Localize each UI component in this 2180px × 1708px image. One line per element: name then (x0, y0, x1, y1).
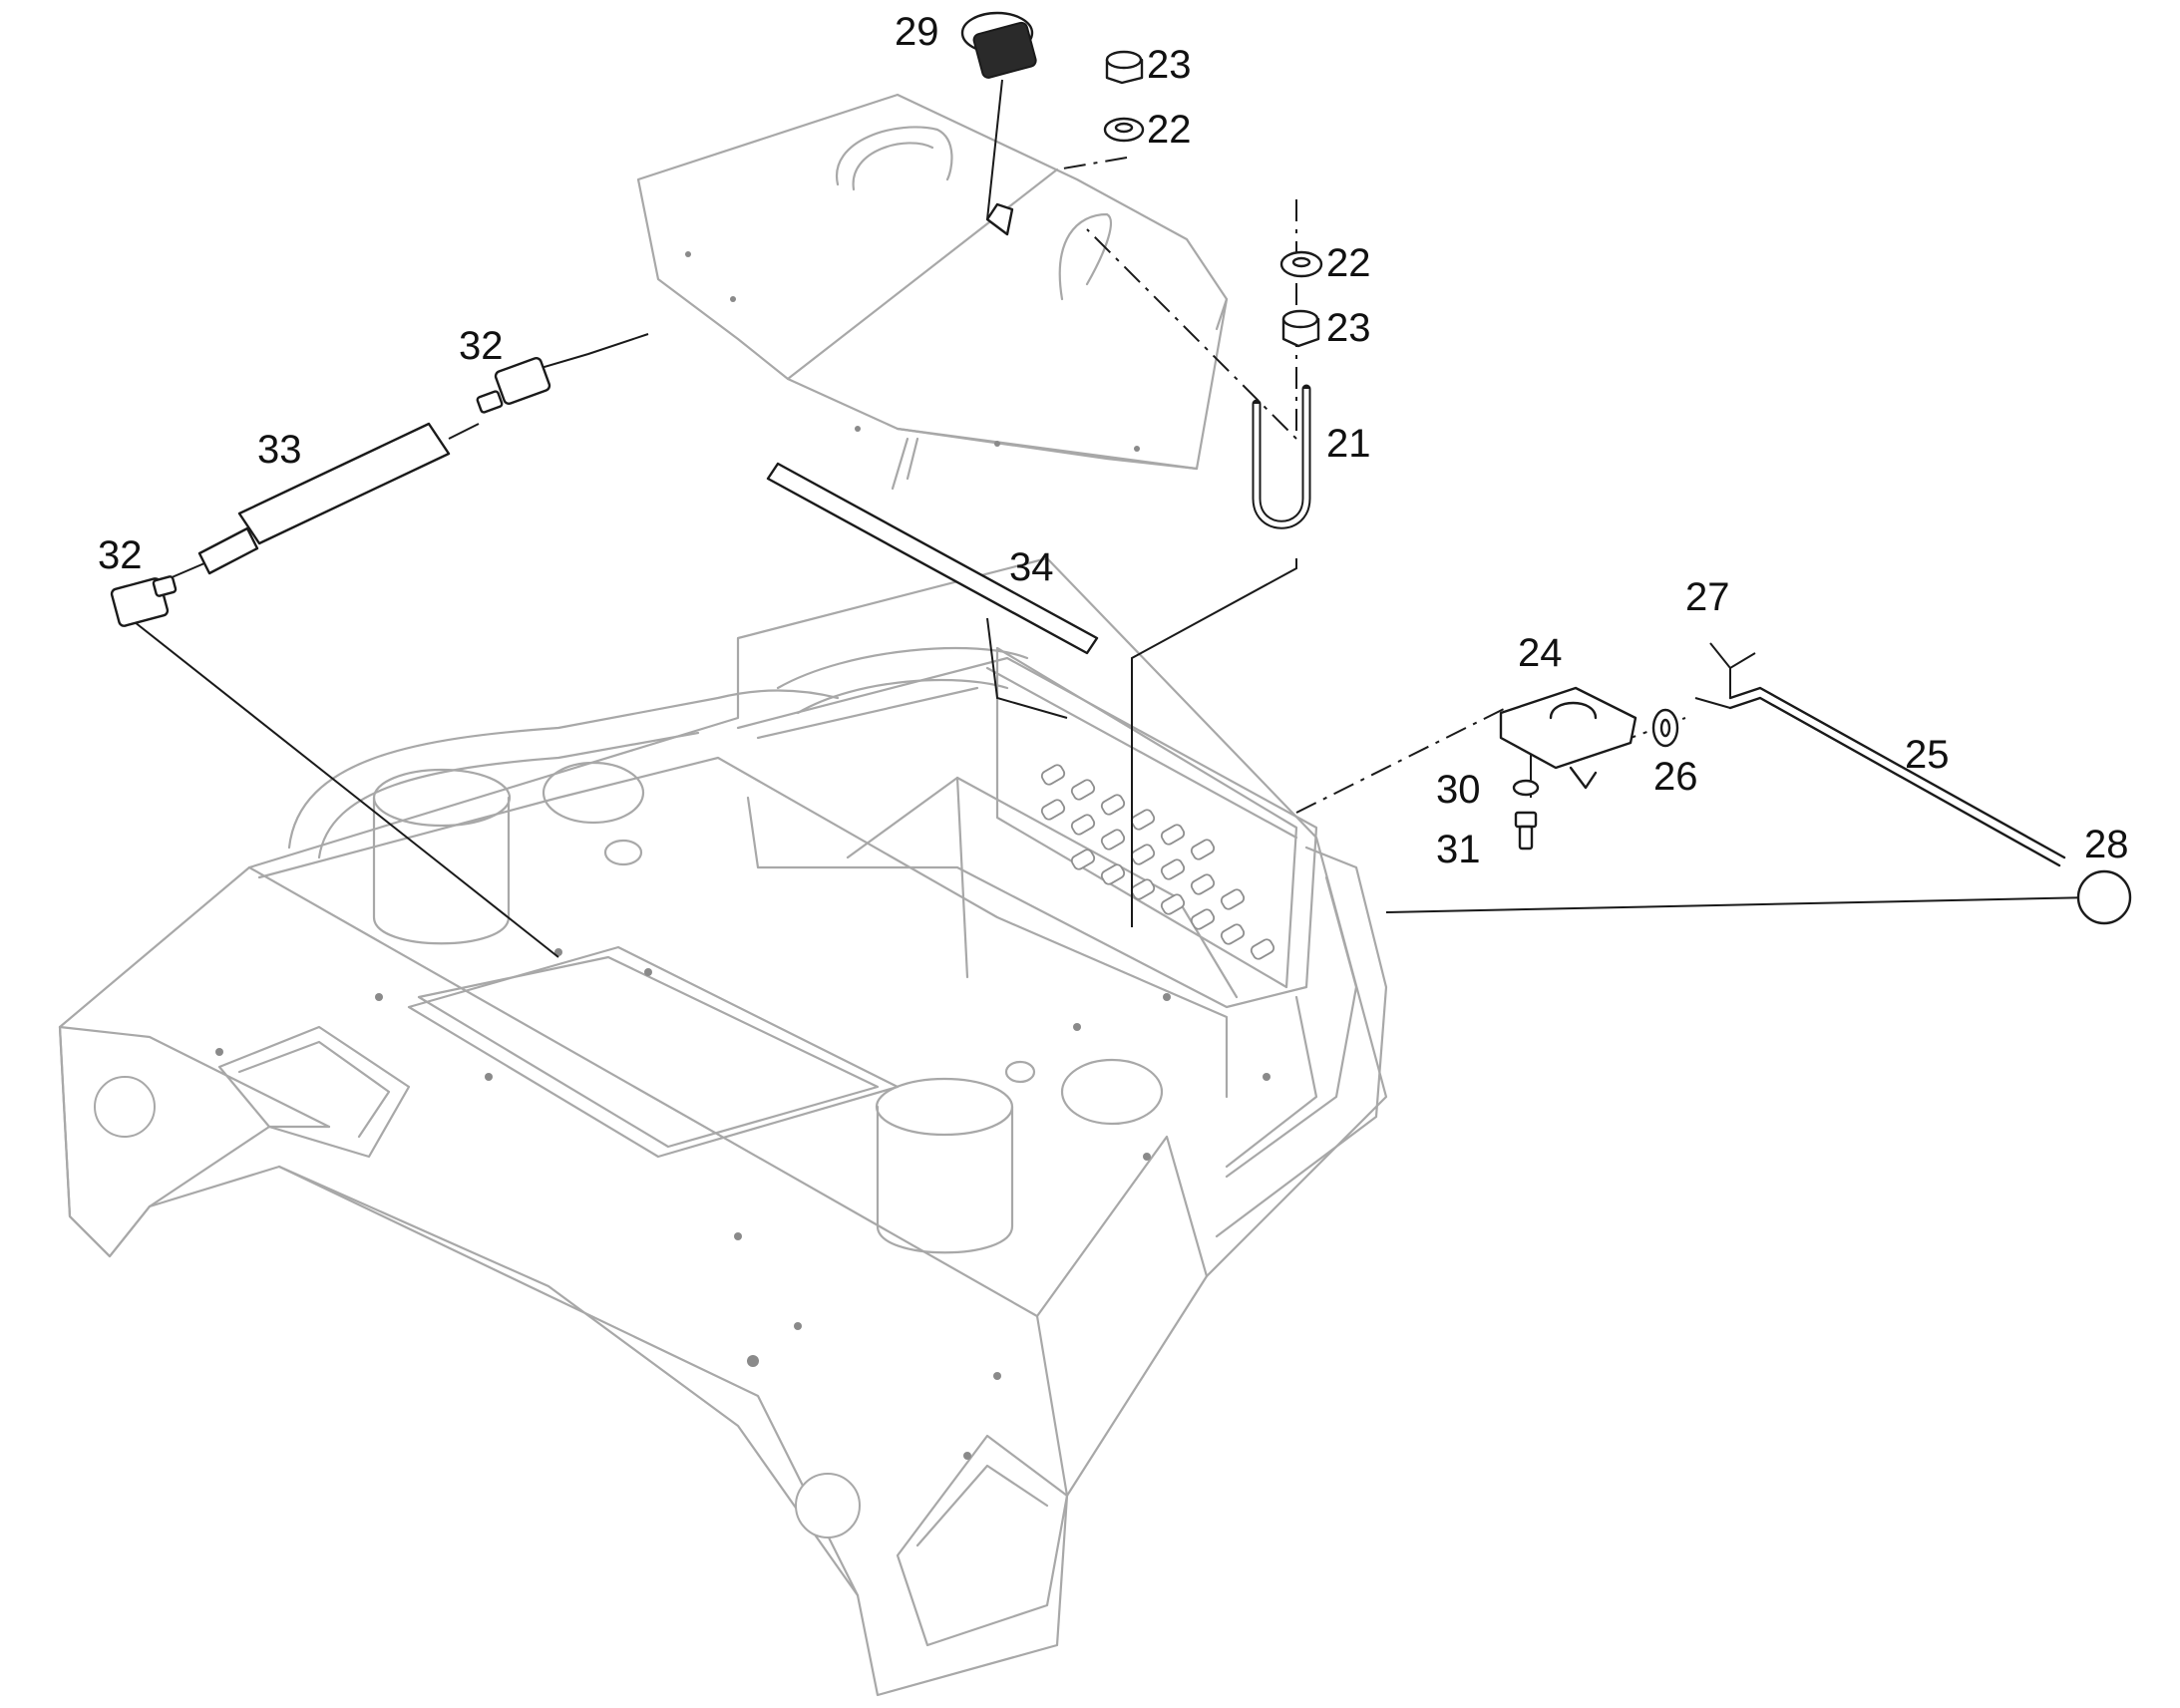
grill-vents (1040, 764, 1275, 960)
part-28-knob (2076, 869, 2132, 925)
callout-26: 26 (1653, 755, 1698, 799)
seat-plate (636, 93, 1229, 491)
part-33-gas-spring (169, 422, 480, 579)
callout-31: 31 (1436, 828, 1481, 871)
part-22-washer-right (1279, 250, 1323, 278)
part-31-bolt (1514, 811, 1538, 851)
callout-22-top: 22 (1147, 108, 1192, 152)
part-23-nut-right (1281, 309, 1320, 348)
side-hole-front (795, 1473, 861, 1538)
part-29-latch (960, 11, 1037, 236)
part-27-cotter-pin (1709, 642, 1756, 698)
callout-30: 30 (1436, 768, 1481, 812)
part-32-clevis-top (476, 357, 551, 414)
chassis-frame (58, 556, 1388, 1697)
part-23-nut-top (1105, 50, 1144, 85)
callout-25: 25 (1905, 733, 1950, 777)
part-22-washer-top (1103, 117, 1145, 143)
callout-labels: 29 23 22 22 23 32 33 21 32 34 27 24 25 3… (98, 10, 2129, 871)
part-30-washer (1512, 779, 1540, 797)
callout-34: 34 (1009, 545, 1054, 589)
callout-23-top: 23 (1147, 43, 1192, 87)
part-32-clevis-bottom (110, 575, 178, 627)
callout-22-right: 22 (1326, 241, 1371, 285)
callout-21: 21 (1326, 422, 1371, 466)
callout-29: 29 (895, 10, 939, 54)
callout-33: 33 (257, 428, 302, 472)
part-25-handle-rod (1728, 686, 2066, 867)
callout-32-top: 32 (459, 324, 504, 368)
part-24-latch-plate (1499, 686, 1637, 790)
callout-28: 28 (2084, 823, 2129, 866)
leader-lines (129, 79, 2095, 958)
part-26-washer (1651, 708, 1679, 748)
callout-32-bottom: 32 (98, 533, 143, 577)
callout-23-right: 23 (1326, 306, 1371, 350)
part-21-u-bolt (1252, 384, 1311, 529)
callout-27: 27 (1685, 575, 1730, 619)
callout-24: 24 (1518, 631, 1563, 675)
side-hole-left (94, 1076, 156, 1138)
part-34-rod (766, 462, 1099, 655)
